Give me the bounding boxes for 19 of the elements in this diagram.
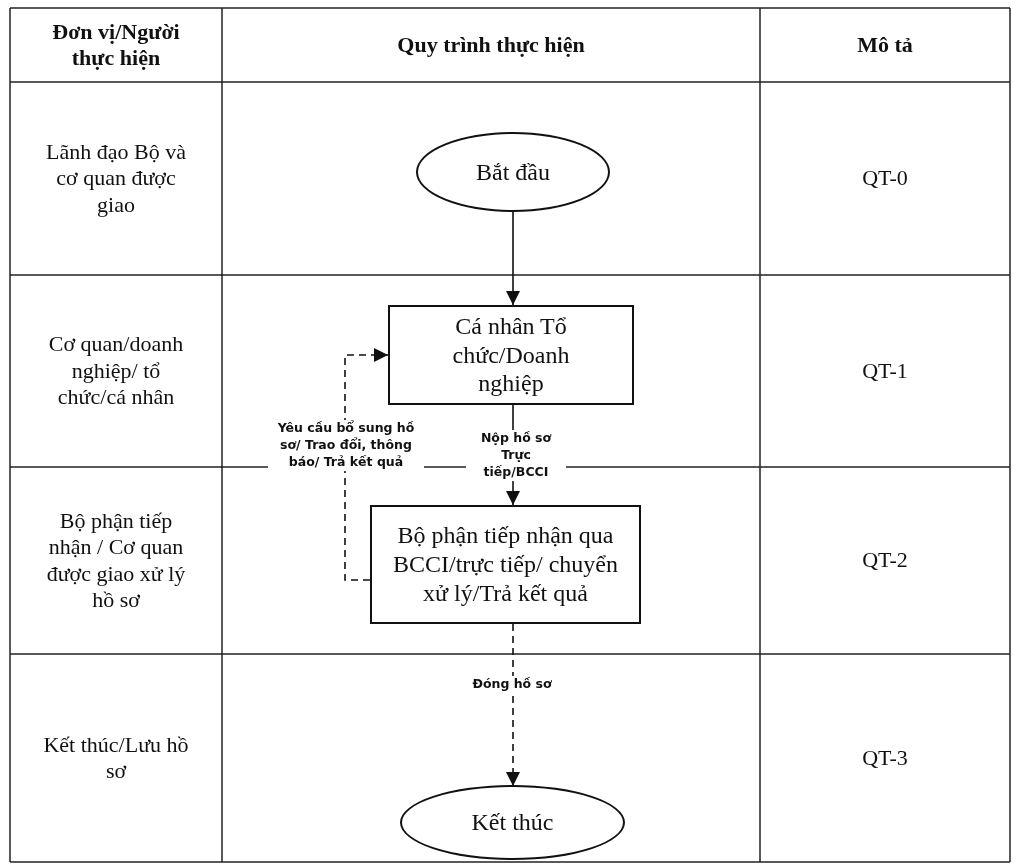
terminal-ellipse: Bắt đầu: [416, 132, 610, 212]
table-cell-text: Bộ phận tiếp nhận / Cơ quan được giao xử lý hồ sơ: [45, 507, 187, 614]
arrow: [506, 623, 520, 787]
process-box: Bộ phận tiếp nhận qua BCCI/trực tiếp/ chuyển xử lý/Trả kết quả: [370, 505, 641, 624]
table-cell-text: Kết thúc/Lưu hồ sơ: [42, 731, 190, 785]
column-header: Quy trình thực hiện: [397, 31, 585, 59]
column-header: Đơn vị/Người thực hiện: [51, 18, 181, 72]
arrow: [506, 211, 520, 306]
table-cell-text: QT-0: [862, 165, 908, 192]
edge-label: Yêu cầu bổ sung hồ sơ/ Trao đổi, thông báo/ Trả kết quả: [268, 420, 424, 471]
edge-label: Nộp hồ sơ Trực tiếp/BCCI: [466, 430, 566, 481]
terminal-ellipse: Kết thúc: [400, 785, 625, 860]
table-cell-text: Lãnh đạo Bộ và cơ quan được giao: [45, 138, 187, 219]
table-cell-text: QT-2: [862, 547, 908, 574]
process-box: Cá nhân Tổ chức/Doanh nghiệp: [388, 305, 634, 405]
table-cell-text: QT-3: [862, 744, 908, 772]
column-header: Mô tả: [857, 31, 913, 59]
table-cell-text: Cơ quan/doanh nghiệp/ tổ chức/cá nhân: [47, 331, 185, 411]
table-cell-text: QT-1: [862, 357, 908, 385]
